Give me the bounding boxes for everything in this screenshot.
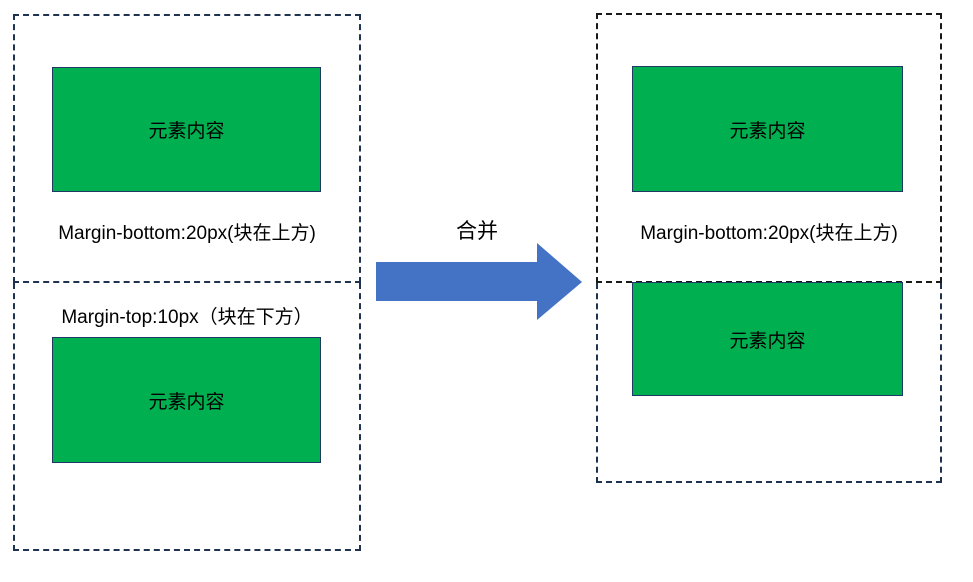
element-content-label: 元素内容: [148, 391, 225, 413]
element-content-label: 元素内容: [729, 330, 806, 352]
left-top-margin-label: Margin-bottom:20px(块在上方): [58, 223, 316, 244]
element-content-label: 元素内容: [148, 121, 225, 142]
left-bottom-element-content: 元素内容: [52, 337, 321, 463]
left-bottom-margin-label: Margin-top:10px（块在下方）: [61, 307, 313, 328]
left-bottom-margin-box: [13, 283, 361, 551]
right-bottom-element-content: 元素内容: [632, 282, 903, 396]
left-top-element-content: 元素内容: [52, 67, 321, 192]
right-bottom-margin-box: [596, 283, 942, 483]
right-top-element-content: 元素内容: [632, 66, 903, 192]
merge-label: 合并: [456, 220, 498, 243]
element-content-label: 元素内容: [729, 120, 806, 142]
right-margin-label: Margin-bottom:20px(块在上方): [640, 223, 898, 244]
left-top-margin-box: [13, 14, 361, 283]
merge-arrow-icon: [376, 243, 582, 320]
